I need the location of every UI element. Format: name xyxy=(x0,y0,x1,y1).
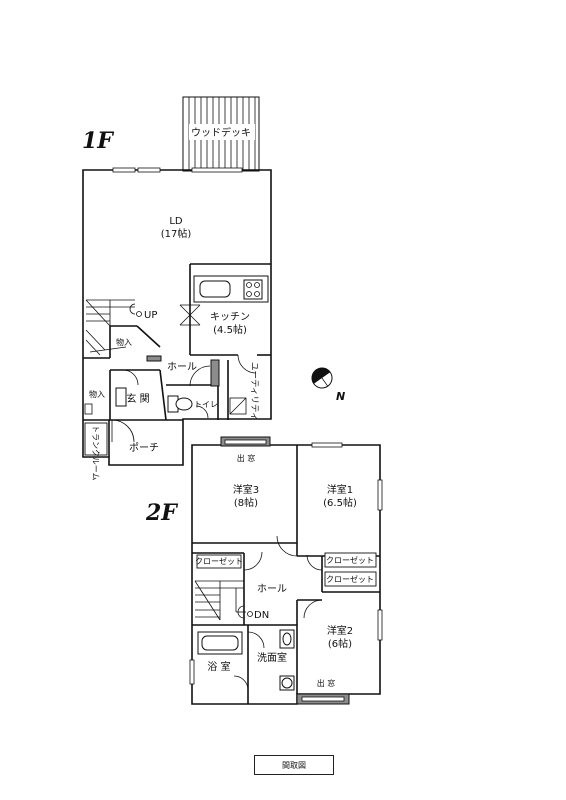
window xyxy=(377,609,383,641)
closet-right-top-box xyxy=(324,552,377,568)
first-floor-interior-walls xyxy=(83,263,271,457)
window xyxy=(137,167,161,173)
room3-label: 洋室3 xyxy=(233,483,259,496)
hall-2f-label: ホール xyxy=(257,583,287,595)
kitchen-counter xyxy=(193,275,269,303)
kitchen-label: キッチン xyxy=(210,311,250,323)
door-arcs-2f xyxy=(233,535,323,691)
door-arcs-1f xyxy=(111,354,257,443)
bay-window-top-label: 出 窓 xyxy=(237,453,256,463)
wash-basin xyxy=(279,629,295,649)
room1-label: 洋室1 xyxy=(327,483,353,496)
ld-label: LD xyxy=(169,216,183,227)
trunk-room-box xyxy=(84,422,108,456)
closet-right-bottom-box xyxy=(324,571,377,587)
room3-size: (8帖) xyxy=(234,496,258,509)
storage-upper-label: 物入 xyxy=(116,337,132,347)
floor-plan-caption: 間取図 xyxy=(254,755,334,775)
hall-1f-label: ホール xyxy=(167,361,197,373)
ld-size: (17帖) xyxy=(161,227,192,240)
kitchen-size: (4.5帖) xyxy=(213,323,247,336)
second-floor-label: 2F xyxy=(145,500,178,526)
wood-deck-label: ウッドデッキ xyxy=(191,126,251,139)
compass-north-label: N xyxy=(336,390,345,403)
room1-size: (6.5帖) xyxy=(323,496,357,509)
up-label: UP xyxy=(144,310,157,321)
dn-label: DN xyxy=(254,610,269,621)
entrance-label: 玄 関 xyxy=(126,392,149,405)
toilet-label: トイレ xyxy=(194,400,218,409)
stairs-2f xyxy=(194,580,246,621)
bath-label: 浴 室 xyxy=(207,660,230,673)
wood-deck xyxy=(182,96,260,172)
entrance-step xyxy=(115,387,127,407)
window xyxy=(189,659,195,685)
storage-lower-label: 物入 xyxy=(89,389,105,399)
window xyxy=(377,479,383,511)
trunk-room-label: トランクルーム xyxy=(91,425,100,481)
storage-shelf xyxy=(84,403,93,415)
second-floor-interior-walls xyxy=(192,445,380,704)
window xyxy=(311,442,343,448)
first-floor-label: 1F xyxy=(82,128,114,154)
fridge-symbol xyxy=(179,304,201,326)
closet-right-top-label: クローゼット xyxy=(326,555,374,565)
washroom-label: 洗面室 xyxy=(257,651,287,664)
toilet-fixture xyxy=(167,395,193,413)
window xyxy=(191,167,243,173)
closet-left-box xyxy=(196,554,242,569)
room2-label: 洋室2 xyxy=(327,624,353,637)
up-marker xyxy=(136,311,142,317)
window xyxy=(112,167,136,173)
room2-size: (6帖) xyxy=(328,637,352,650)
window xyxy=(224,439,267,445)
utility-box xyxy=(229,397,247,415)
compass xyxy=(311,367,333,389)
closet-left-label: クローゼット xyxy=(195,556,243,566)
first-floor: 1F ウッドデッキ LD (17帖) キッチン (4.5帖) UP 物入 ホール… xyxy=(82,96,272,481)
window xyxy=(301,696,345,702)
wall-block xyxy=(146,355,162,362)
first-floor-outer-wall xyxy=(82,169,272,466)
bathtub xyxy=(197,631,243,655)
porch-label: ポーチ xyxy=(129,442,159,454)
second-floor: 2F 出 窓 洋室3 (8帖) 洋室1 (6.5帖) クローゼット クローゼット… xyxy=(145,436,383,705)
wall-block xyxy=(210,359,220,387)
utility-label: ユーティリティ xyxy=(249,362,259,420)
toilet-2f xyxy=(279,675,295,691)
stairs-1f xyxy=(85,299,136,356)
dn-marker xyxy=(247,611,253,617)
bay-window-bottom-label: 出 窓 xyxy=(317,678,336,688)
closet-right-bottom-label: クローゼット xyxy=(326,574,374,584)
